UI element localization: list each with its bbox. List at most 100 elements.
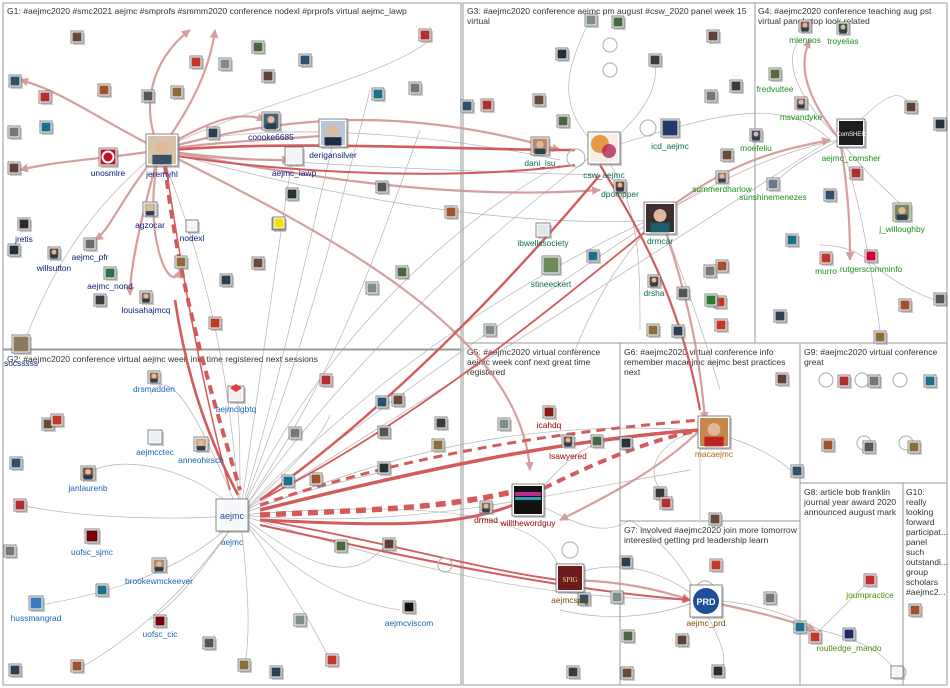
g1-user-node[interactable] [208, 316, 223, 331]
g2-user-node[interactable] [431, 438, 446, 453]
g4-user-node[interactable] [904, 100, 919, 115]
socsssss-node[interactable] [11, 334, 32, 355]
g7-user-node[interactable] [675, 633, 690, 648]
troyelias-node[interactable] [836, 21, 851, 36]
g6-user-node[interactable] [619, 436, 634, 451]
g1-user-node[interactable] [408, 81, 423, 96]
g1-user-node[interactable] [174, 255, 189, 270]
g7-user-node[interactable] [659, 496, 674, 511]
g7-user-node[interactable] [621, 629, 636, 644]
g1-user-node[interactable] [38, 90, 53, 105]
g9-user-node[interactable] [862, 440, 877, 455]
routledge_mando-node[interactable] [842, 627, 857, 642]
g1-user-node[interactable] [170, 85, 185, 100]
g2-user-node[interactable] [334, 539, 349, 554]
aejmc_prd-node[interactable]: PRD [689, 584, 724, 619]
g2-user-node[interactable] [13, 498, 28, 513]
mlennos-node[interactable] [798, 19, 813, 34]
g3-user-node[interactable] [556, 114, 571, 129]
g1-user-node[interactable] [97, 83, 112, 98]
msvandyke-node[interactable] [794, 96, 809, 111]
g3-user-node[interactable] [715, 259, 730, 274]
g2-user-node[interactable] [3, 544, 18, 559]
nodexl-node[interactable] [185, 219, 200, 234]
aejmclgbtq-node[interactable] [227, 385, 246, 404]
g3-user-node[interactable] [460, 99, 475, 114]
icd_aejmc-node[interactable] [660, 118, 681, 139]
fredvultee-node[interactable] [768, 67, 783, 82]
g1-user-node[interactable] [251, 40, 266, 55]
g4-user-node[interactable] [823, 188, 838, 203]
joumpractice-node[interactable] [863, 573, 878, 588]
g9-user-node[interactable] [923, 374, 938, 389]
g2-user-node[interactable] [377, 461, 392, 476]
g2-user-node[interactable] [95, 583, 110, 598]
aejmcviscom-node[interactable] [402, 600, 417, 615]
ibwellssociety-node[interactable] [535, 222, 552, 239]
g3-user-node[interactable] [483, 323, 498, 338]
g1-user-node[interactable] [93, 293, 108, 308]
g4-user-node[interactable] [773, 309, 788, 324]
g7-user-node[interactable] [577, 592, 592, 607]
g7-user-node[interactable] [709, 558, 724, 573]
g4-user-node[interactable] [720, 148, 735, 163]
stineeckert-node[interactable] [541, 255, 562, 276]
g8-user-node[interactable] [808, 630, 823, 645]
g1-user-node[interactable] [70, 30, 85, 45]
g3-user-node[interactable] [555, 47, 570, 62]
g6-user-node[interactable] [775, 372, 790, 387]
summerdharlow-node[interactable] [715, 170, 730, 185]
g3-user-node[interactable] [714, 318, 729, 333]
g7-user-node[interactable] [566, 665, 581, 680]
g2-user-node[interactable] [377, 425, 392, 440]
g4-user-node[interactable] [729, 79, 744, 94]
drmcar-node[interactable] [643, 201, 678, 236]
g2-user-node[interactable] [70, 659, 85, 674]
g1-user-node[interactable] [371, 87, 386, 102]
g7-user-node[interactable] [619, 555, 634, 570]
g1-user-node[interactable] [219, 273, 234, 288]
icahdq-node[interactable] [542, 405, 557, 420]
csw_aejmc-node[interactable] [587, 131, 622, 166]
g3-user-node[interactable] [706, 29, 721, 44]
louisahajmcq-node[interactable] [139, 290, 154, 305]
g10-user-node[interactable] [908, 603, 923, 618]
g1-user-node[interactable] [39, 120, 54, 135]
g1-user-node[interactable] [189, 55, 204, 70]
jeremyhl-node[interactable] [145, 133, 180, 168]
sunshinemenezes-node[interactable] [766, 177, 781, 192]
g1-user-node[interactable] [206, 126, 221, 141]
g2-user-node[interactable] [309, 472, 324, 487]
g4-user-node[interactable] [785, 233, 800, 248]
dani_isu-node[interactable] [530, 136, 551, 157]
g6-user-node[interactable] [708, 512, 723, 527]
g2-user-node[interactable] [325, 653, 340, 668]
drmad-node[interactable] [479, 500, 494, 515]
g8-user-node[interactable] [890, 665, 905, 680]
g2-user-node[interactable] [293, 613, 308, 628]
rutgerscomminfo-node[interactable] [864, 249, 879, 264]
g3-user-node[interactable] [611, 15, 626, 30]
janlaurenb-node[interactable] [80, 465, 97, 482]
g4-user-node[interactable] [849, 166, 864, 181]
g3-user-node[interactable] [704, 89, 719, 104]
coooke6685-node[interactable] [261, 111, 282, 132]
uofsc_cic-node[interactable] [153, 614, 168, 629]
uofsc_sjmc-node[interactable] [84, 528, 101, 545]
g1-user-node[interactable] [418, 28, 433, 43]
g2-user-node[interactable] [391, 393, 406, 408]
aejmc_nond-node[interactable] [103, 266, 118, 281]
g2-user-node[interactable] [375, 395, 390, 410]
lsawyered-node[interactable] [561, 434, 576, 449]
j_willoughby-node[interactable] [892, 202, 913, 223]
g9-user-node[interactable] [907, 440, 922, 455]
g3-user-node[interactable] [648, 53, 663, 68]
murro-node[interactable] [819, 251, 834, 266]
aejmc-node[interactable]: aejmc [215, 498, 250, 533]
g1-user-node[interactable] [375, 180, 390, 195]
g1-user-node[interactable] [141, 89, 156, 104]
dpompper-node[interactable] [613, 179, 628, 194]
g7-user-node[interactable] [620, 666, 635, 681]
g4-user-node[interactable] [898, 298, 913, 313]
g4-user-node[interactable] [873, 330, 888, 345]
